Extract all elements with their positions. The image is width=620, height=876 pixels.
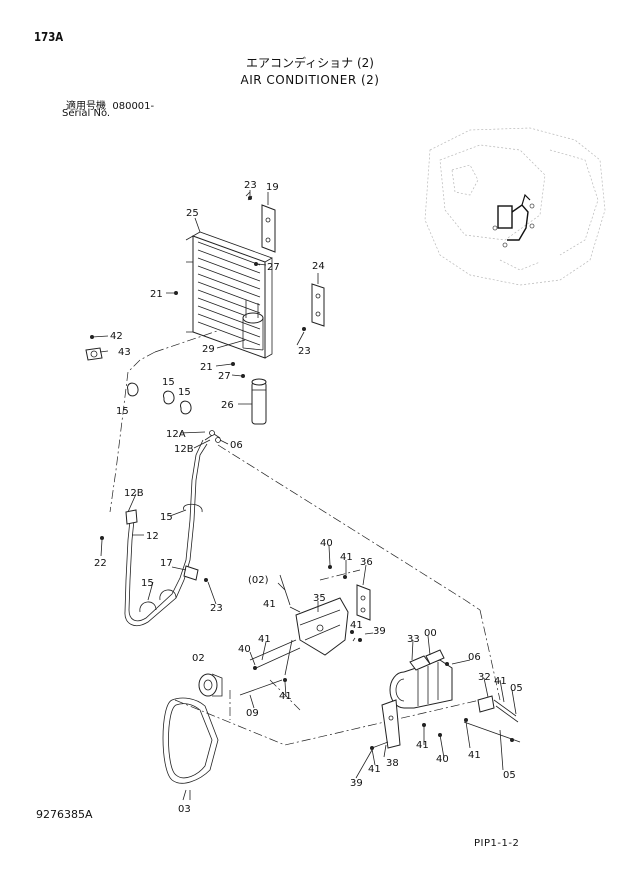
callout-35: 35: [313, 593, 326, 604]
callout-38: 38: [386, 758, 399, 769]
page-title: AIR CONDITIONER (2): [240, 73, 380, 87]
callout-41: 41: [258, 634, 271, 645]
callout-43: 43: [118, 347, 131, 358]
callout-12a: 12A: [166, 429, 186, 440]
callout-36: 36: [360, 557, 373, 568]
callout-23: 23: [298, 346, 311, 357]
callout-41: 41: [494, 676, 507, 687]
callout-27: 27: [267, 262, 280, 273]
discharge-hose-12: [100, 430, 221, 626]
connection-lines: [109, 329, 501, 746]
callout-26: 26: [221, 400, 234, 411]
callout-19: 19: [266, 182, 279, 193]
callout-12b: 12B: [174, 444, 194, 455]
callout-41: 41: [416, 740, 429, 751]
o-rings-15: [127, 382, 192, 415]
serial-value: 080001-: [112, 101, 155, 112]
callout-00: 00: [424, 628, 437, 639]
receiver-dryer: [251, 378, 267, 425]
callout-17: 17: [160, 558, 173, 569]
callout-23: 23: [210, 603, 223, 614]
callout-21: 21: [200, 362, 213, 373]
callout-22: 22: [94, 558, 107, 569]
idler-pulley: [198, 673, 283, 697]
page-title-japanese: エアコンディショナ (2): [246, 56, 374, 70]
serial-label: Serial No.: [62, 108, 111, 119]
callout-27: 27: [218, 371, 231, 382]
serial-range: 適用号機 080001-: [66, 97, 154, 112]
callout-02-paren: (02): [248, 575, 269, 586]
callout-15: 15: [162, 377, 175, 388]
callout-12b: 12B: [124, 488, 144, 499]
callout-15: 15: [178, 387, 191, 398]
callout-40: 40: [436, 754, 449, 765]
callout-41: 41: [468, 750, 481, 761]
callout-21: 21: [150, 289, 163, 300]
page-id: 173A: [34, 30, 64, 44]
callout-39: 39: [350, 778, 363, 789]
callout-05: 05: [503, 770, 516, 781]
callout-24: 24: [312, 261, 325, 272]
callout-40: 40: [238, 644, 251, 655]
callout-25: 25: [186, 208, 199, 219]
callout-39: 39: [373, 626, 386, 637]
condenser-assembly: [174, 191, 325, 378]
callout-41: 41: [368, 764, 381, 775]
v-belt: [162, 697, 219, 800]
callout-41: 41: [279, 691, 292, 702]
ac-compressor: [389, 649, 453, 709]
page-code: PIP1-1-2: [474, 838, 520, 849]
callout-41: 41: [340, 552, 353, 563]
serial-label-japanese: 適用号機: [66, 101, 106, 112]
callout-23: 23: [244, 180, 257, 191]
callout-33: 33: [407, 634, 420, 645]
callout-02: 02: [192, 653, 205, 664]
leader-lines: [91, 190, 517, 801]
callout-29: 29: [202, 344, 215, 355]
callout-42: 42: [110, 331, 123, 342]
callout-12: 12: [146, 531, 159, 542]
callout-15: 15: [116, 406, 129, 417]
callout-03: 03: [178, 804, 191, 815]
callout-06: 06: [230, 440, 243, 451]
callout-09: 09: [246, 708, 259, 719]
compressor-lower-bracket: [370, 695, 521, 750]
machine-locator-thumbnail: [424, 127, 606, 286]
drawing-number: 9276385A: [36, 808, 93, 821]
callout-40: 40: [320, 538, 333, 549]
callout-41: 41: [350, 620, 363, 631]
compressor-bracket: [249, 565, 371, 682]
hose-clamp-42-43: [85, 335, 103, 361]
callout-06: 06: [468, 652, 481, 663]
callout-15: 15: [160, 512, 173, 523]
callout-41: 41: [263, 599, 276, 610]
callout-32: 32: [478, 672, 491, 683]
callout-15: 15: [141, 578, 154, 589]
callout-05: 05: [510, 683, 523, 694]
callout-labels: 23 19 25 27 24 21 42 43 29 23 21 27 15 1…: [94, 180, 523, 815]
